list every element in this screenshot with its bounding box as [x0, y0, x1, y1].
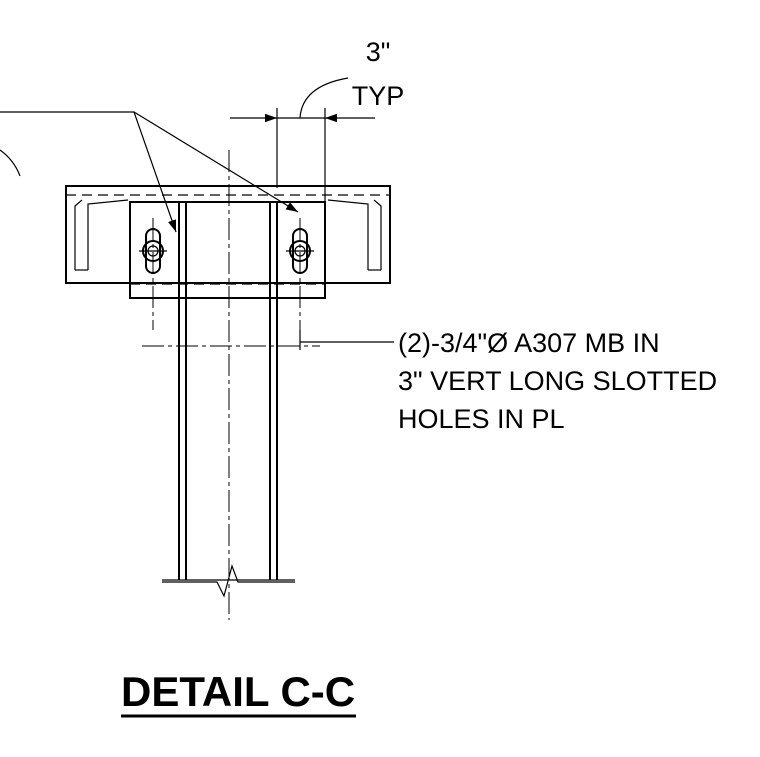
callout-note: (2)-3/4"Ø A307 MB IN 3" VERT LONG SLOTTE… — [398, 328, 717, 434]
break-line — [162, 564, 295, 598]
channel-section — [65, 185, 391, 284]
detail-title: DETAIL C-C — [121, 668, 355, 715]
callout-line-2: 3" VERT LONG SLOTTED — [398, 366, 717, 396]
centerlines — [142, 150, 320, 620]
callout-line-3: HOLES IN PL — [398, 404, 565, 434]
callout-line-1: (2)-3/4"Ø A307 MB IN — [398, 328, 660, 358]
post-column — [162, 202, 295, 581]
dimension-value: 3" — [366, 37, 391, 67]
bolt-right — [286, 228, 314, 274]
callout-leader — [299, 330, 394, 350]
bolt-leaders — [0, 111, 299, 233]
dimension-3in — [230, 77, 375, 202]
connection-plate — [129, 201, 326, 299]
bolt-left — [139, 228, 167, 274]
dimension-qualifier: TYP — [352, 81, 405, 111]
